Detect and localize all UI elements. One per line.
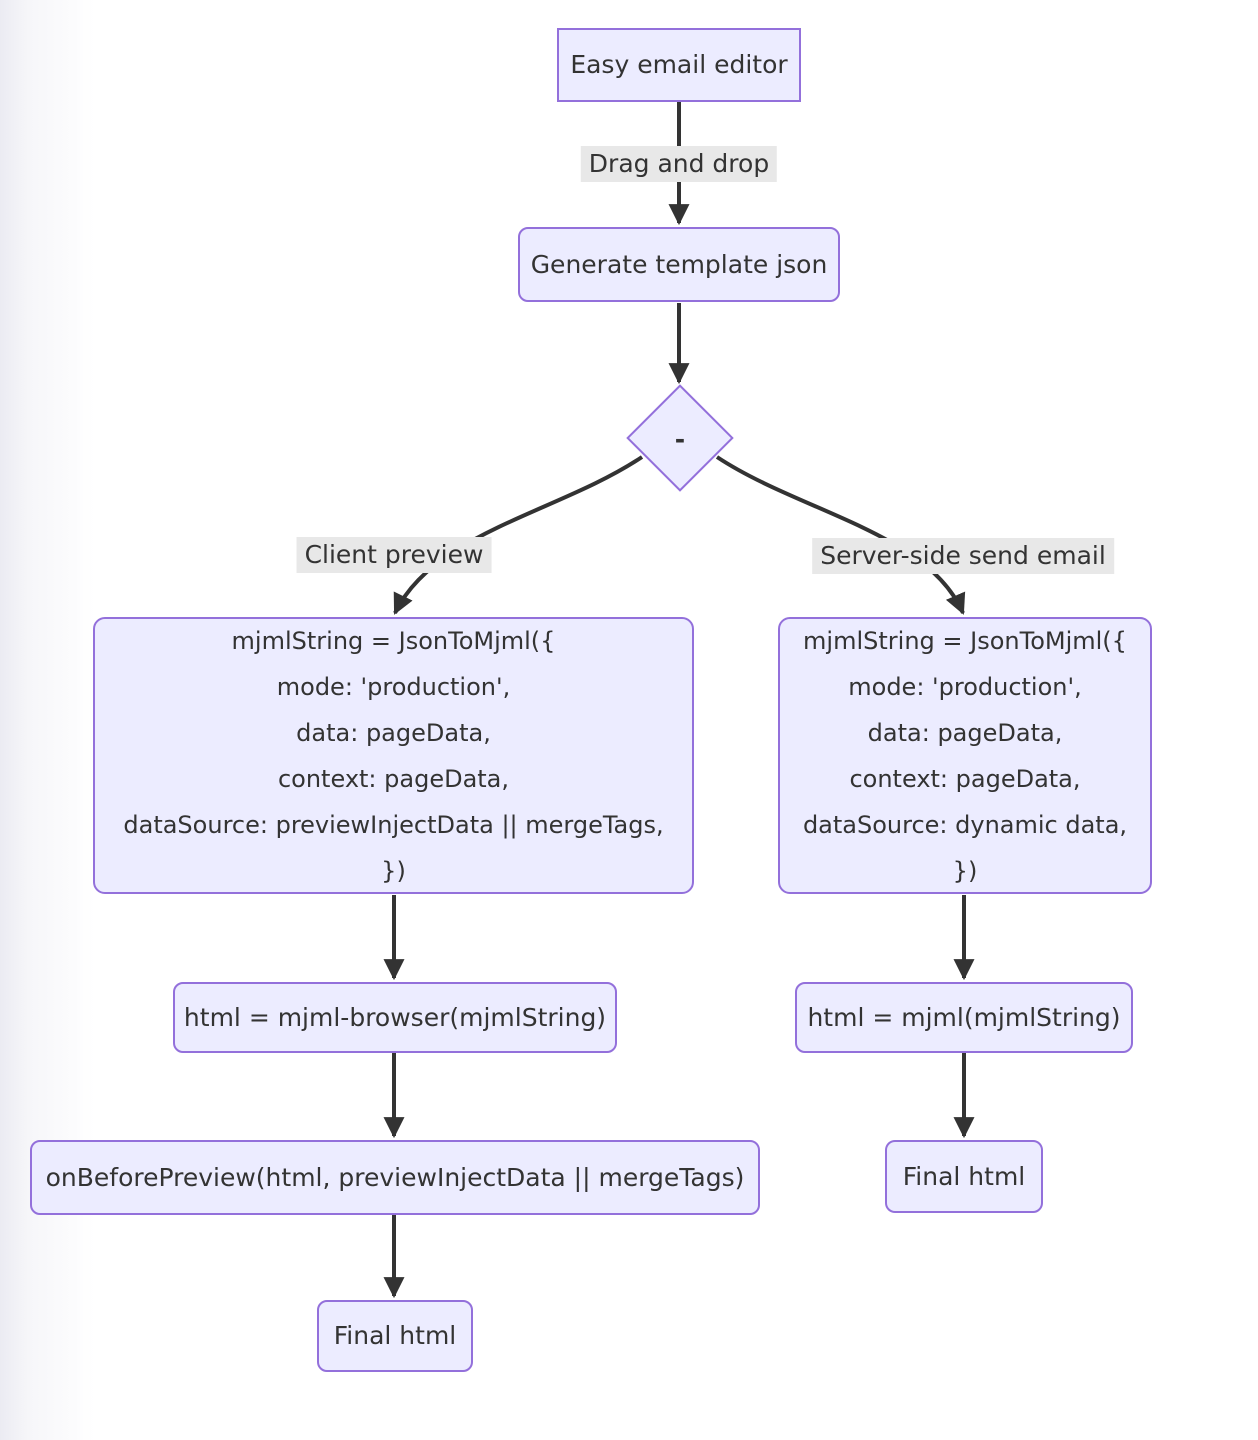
edge-label-drag-and-drop: Drag and drop xyxy=(580,146,778,182)
node-server-jsontomjml-call: mjmlString = JsonToMjml({ mode: 'product… xyxy=(778,617,1152,894)
code-line: context: pageData, xyxy=(277,764,510,793)
edge-label-client-preview: Client preview xyxy=(296,537,492,573)
node-html-mjml: html = mjml(mjmlString) xyxy=(795,982,1133,1053)
code-line: mjmlString = JsonToMjml({ xyxy=(803,626,1127,655)
node-client-jsontomjml-call: mjmlString = JsonToMjml({ mode: 'product… xyxy=(93,617,694,894)
code-line: }) xyxy=(381,856,406,885)
edge-decision-to-server xyxy=(715,455,966,615)
code-line: context: pageData, xyxy=(849,764,1081,793)
code-line: }) xyxy=(952,856,978,885)
node-easy-email-editor: Easy email editor xyxy=(557,28,801,102)
node-html-mjml-browser: html = mjml-browser(mjmlString) xyxy=(173,982,617,1053)
edge-decision-to-client xyxy=(393,455,644,615)
node-final-html-server: Final html xyxy=(885,1140,1043,1213)
edge-label-server-side-send-email: Server-side send email xyxy=(812,538,1114,574)
code-line: mode: 'production', xyxy=(848,672,1082,701)
code-line: mode: 'production', xyxy=(276,672,511,701)
node-onbeforepreview: onBeforePreview(html, previewInjectData … xyxy=(30,1140,760,1215)
code-line: mjmlString = JsonToMjml({ xyxy=(231,626,556,655)
node-final-html-client: Final html xyxy=(317,1300,473,1372)
code-line: data: pageData, xyxy=(296,718,491,747)
node-generate-template-json: Generate template json xyxy=(518,227,840,302)
code-line: dataSource: dynamic data, xyxy=(802,810,1128,839)
code-line: data: pageData, xyxy=(867,718,1063,747)
code-line: dataSource: previewInjectData || mergeTa… xyxy=(123,810,664,839)
decision-diamond-label: - xyxy=(674,424,686,454)
